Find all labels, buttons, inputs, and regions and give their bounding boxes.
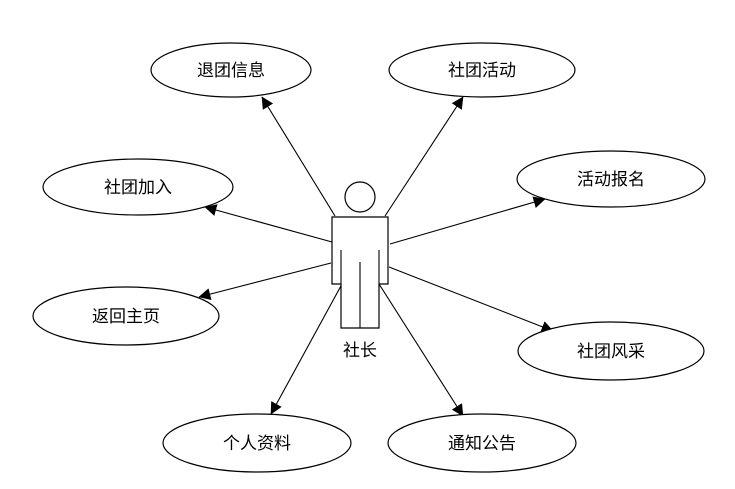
assoc-uc-signup [389, 196, 546, 245]
use-case-uc-activities: 社团活动 [388, 42, 576, 98]
actor: 社长 [331, 181, 389, 361]
use-case-label: 返回主页 [92, 307, 160, 327]
use-case-label: 个人资料 [223, 434, 291, 454]
use-case-ellipse [517, 321, 705, 381]
use-case-label: 退团信息 [197, 61, 265, 81]
assoc-uc-activities [384, 96, 464, 217]
use-case-ellipse [32, 286, 220, 346]
actor-label: 社长 [343, 341, 377, 361]
use-case-uc-home: 返回主页 [32, 286, 220, 346]
assoc-uc-home [198, 262, 332, 300]
assoc-uc-showcase [388, 266, 554, 333]
use-case-uc-quit: 退团信息 [150, 42, 312, 98]
use-case-label: 社团风采 [577, 342, 645, 362]
use-case-label: 通知公告 [448, 434, 516, 454]
use-case-uc-showcase: 社团风采 [517, 321, 705, 381]
use-case-ellipse [387, 413, 577, 473]
use-case-ellipse [162, 413, 352, 473]
use-case-label: 社团加入 [104, 178, 172, 198]
associations [198, 96, 554, 417]
use-case-ellipse [516, 150, 706, 208]
actor-head-icon [344, 181, 376, 213]
assoc-uc-quit [261, 96, 336, 217]
assoc-uc-profile [270, 283, 343, 415]
use-case-ellipse [150, 42, 312, 98]
use-case-uc-notice: 通知公告 [387, 413, 577, 473]
use-case-ellipse [388, 42, 576, 98]
use-case-uc-join: 社团加入 [42, 158, 234, 216]
assoc-uc-notice [378, 283, 464, 417]
assoc-uc-join [204, 204, 333, 243]
use-case-uc-profile: 个人资料 [162, 413, 352, 473]
use-case-ellipse [42, 158, 234, 216]
use-case-uc-signup: 活动报名 [516, 150, 706, 208]
use-case-label: 活动报名 [577, 170, 645, 190]
use-case-label: 社团活动 [448, 61, 516, 81]
